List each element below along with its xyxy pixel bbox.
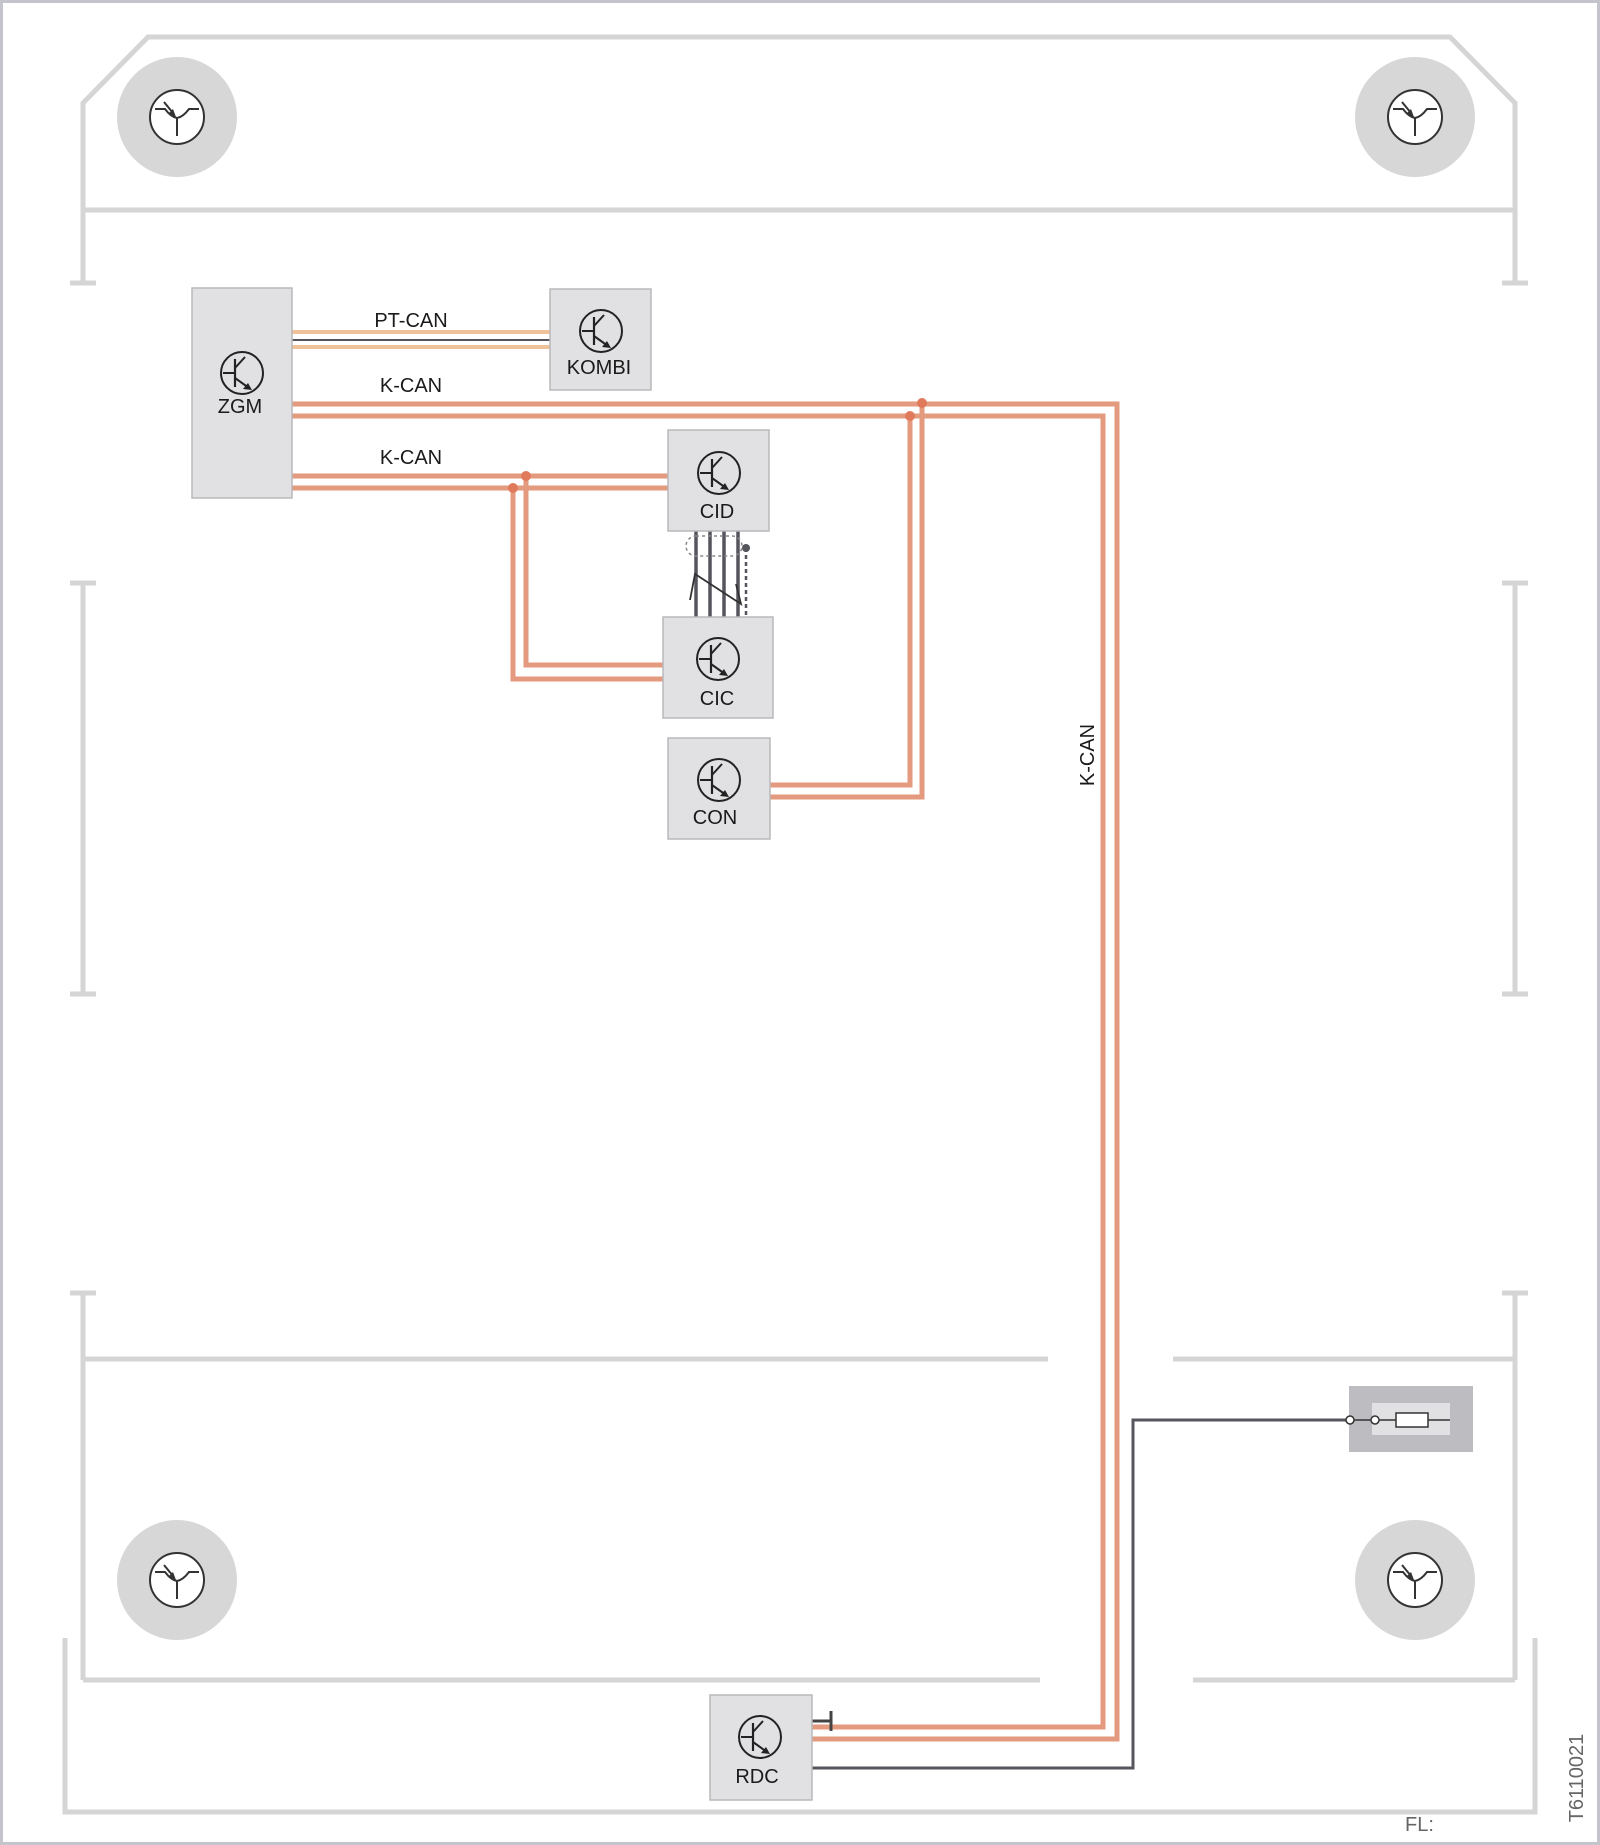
- wheel-sensor-icon: [1387, 89, 1443, 145]
- wheel-sensor-icon: [149, 89, 205, 145]
- module-rdc: RDC: [709, 1694, 813, 1801]
- pt-can-wires: [292, 330, 550, 349]
- figure-id: T6110021: [1566, 1734, 1588, 1823]
- module-label-kombi: KOMBI: [567, 357, 631, 379]
- k-can-junction: [905, 411, 915, 421]
- ground-icon: [812, 1711, 833, 1731]
- module-label-con: CON: [693, 807, 737, 829]
- wheel-rear-left: [117, 1520, 237, 1640]
- wheel-sensor-icon: [149, 1552, 205, 1608]
- module-label-zgm: ZGM: [218, 396, 262, 418]
- bus-label-k-can-lower: K-CAN: [380, 447, 442, 469]
- wheel-rear-right: [1355, 1520, 1475, 1640]
- wheel-front-left: [117, 57, 237, 177]
- k-can-upper-wires: [292, 401, 1120, 1742]
- bus-label-k-can-upper: K-CAN: [380, 375, 442, 397]
- fuse-box: [1345, 1386, 1473, 1452]
- module-label-cid: CID: [700, 501, 734, 523]
- module-cid: CID: [667, 429, 770, 532]
- bus-label-pt-can: PT-CAN: [374, 310, 447, 332]
- module-cic: CIC: [662, 616, 774, 719]
- module-zgm: ZGM: [191, 287, 293, 499]
- k-can-lower-wires: [292, 473, 668, 682]
- power-wire: [812, 1418, 1349, 1770]
- footer-fl-label: FL:: [1405, 1814, 1434, 1836]
- k-can-junction: [521, 471, 531, 481]
- k-can-junction: [917, 398, 927, 408]
- fuse-icon: [1395, 1412, 1429, 1428]
- wheel-sensor-icon: [1387, 1552, 1443, 1608]
- bus-label-k-can-vertical: K-CAN: [1077, 724, 1099, 786]
- vehicle-outline: [62, 34, 1538, 1815]
- k-can-junction: [508, 483, 518, 493]
- wheel-front-right: [1355, 57, 1475, 177]
- module-label-cic: CIC: [700, 688, 734, 710]
- module-con: CON: [667, 737, 771, 840]
- module-label-rdc: RDC: [735, 1766, 778, 1788]
- cid-cic-link: [685, 530, 750, 617]
- module-kombi: KOMBI: [549, 288, 652, 391]
